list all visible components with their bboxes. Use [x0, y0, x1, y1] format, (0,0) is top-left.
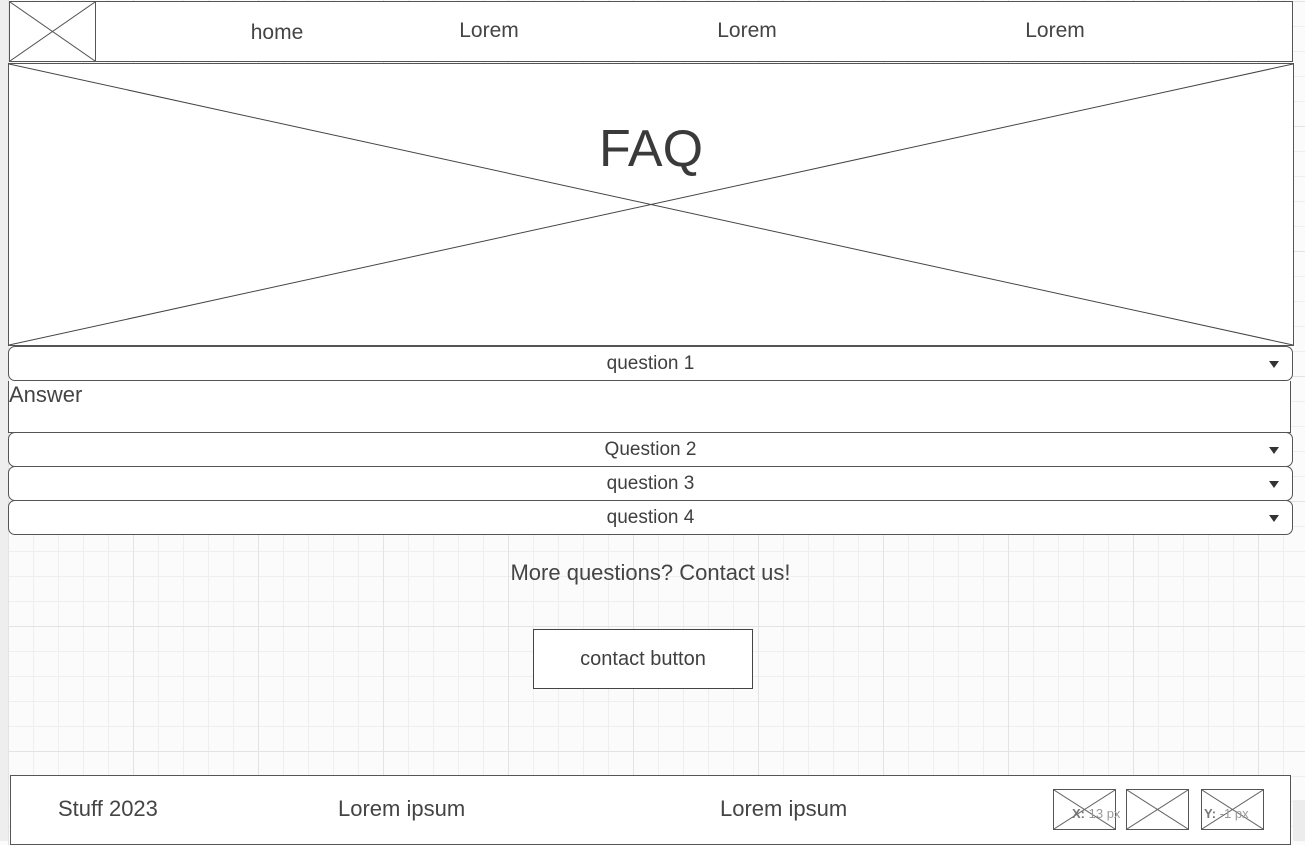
- coordinate-readout-x: X: 13 px: [1072, 806, 1120, 821]
- caret-down-icon: [1269, 447, 1279, 454]
- scrollbar-corner: [1293, 800, 1305, 841]
- coord-x-label: X:: [1072, 806, 1085, 821]
- nav-link-lorem-3[interactable]: Lorem: [1025, 19, 1085, 42]
- nav-link-lorem-1[interactable]: Lorem: [459, 19, 519, 42]
- footer-link-1[interactable]: Lorem ipsum: [338, 796, 466, 821]
- social-placeholder-icon-3[interactable]: [1201, 789, 1264, 830]
- faq-question-label: question 4: [606, 507, 695, 528]
- coord-y-label: Y:: [1204, 806, 1217, 821]
- faq-question-1[interactable]: question 1: [8, 346, 1293, 381]
- caret-down-icon: [1269, 481, 1279, 488]
- faq-answer-panel: [8, 381, 1291, 433]
- faq-question-3[interactable]: question 3: [8, 466, 1293, 501]
- nav-link-home[interactable]: home: [250, 21, 304, 44]
- faq-question-label: question 3: [606, 473, 695, 494]
- faq-question-label: question 1: [606, 353, 695, 374]
- contact-prompt: More questions? Contact us!: [510, 560, 791, 585]
- coordinate-readout-y: Y: -1 px: [1204, 806, 1249, 821]
- nav-link-lorem-2[interactable]: Lorem: [717, 19, 777, 42]
- contact-button[interactable]: contact button: [533, 629, 753, 689]
- logo-placeholder-icon[interactable]: [9, 1, 96, 62]
- coord-y-value: -1 px: [1219, 806, 1249, 821]
- footer-copyright: Stuff 2023: [58, 796, 158, 821]
- footer-link-2[interactable]: Lorem ipsum: [720, 796, 848, 821]
- caret-down-icon: [1269, 515, 1279, 522]
- hero-image-placeholder: [8, 63, 1294, 346]
- page-title: FAQ: [598, 120, 704, 178]
- faq-answer-text: Answer: [9, 382, 83, 407]
- faq-question-label: Question 2: [604, 439, 697, 460]
- coord-x-value: 13 px: [1088, 806, 1121, 821]
- faq-question-2[interactable]: Question 2: [8, 432, 1293, 467]
- left-edge-strip: [0, 0, 8, 841]
- caret-down-icon: [1269, 361, 1279, 368]
- faq-question-4[interactable]: question 4: [8, 500, 1293, 535]
- social-placeholder-icon-2[interactable]: [1126, 789, 1189, 830]
- social-placeholder-icon-1[interactable]: [1053, 789, 1116, 830]
